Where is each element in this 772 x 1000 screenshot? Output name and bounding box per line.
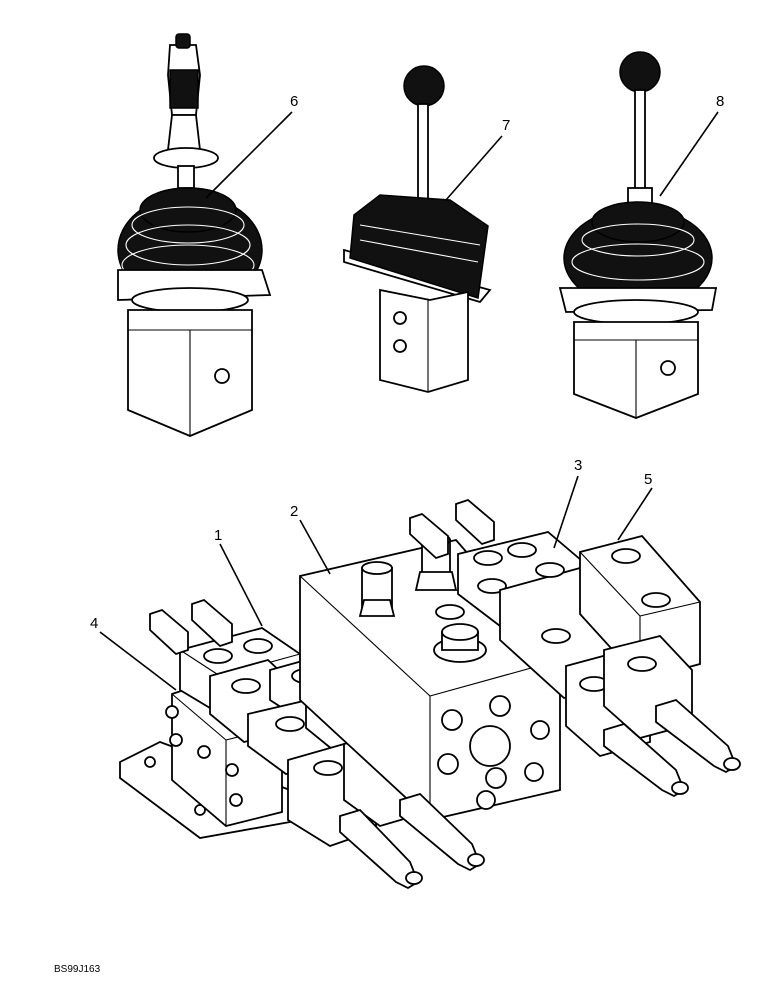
callout-6: 6 bbox=[290, 93, 298, 110]
joystick-control-8 bbox=[558, 51, 718, 419]
callout-2: 2 bbox=[290, 503, 298, 520]
callout-8: 8 bbox=[716, 93, 724, 110]
control-valve-assembly bbox=[119, 498, 741, 890]
callout-7: 7 bbox=[502, 117, 510, 134]
figure-id: BS99J163 bbox=[54, 964, 101, 975]
callout-numbers: 6 7 8 1 2 3 5 4 bbox=[90, 93, 724, 632]
callout-5: 5 bbox=[644, 471, 652, 488]
lever-control-7 bbox=[343, 65, 492, 393]
callout-4: 4 bbox=[90, 615, 98, 632]
joystick-control-6 bbox=[117, 33, 272, 437]
callout-1: 1 bbox=[214, 527, 222, 544]
callout-3: 3 bbox=[574, 457, 582, 474]
leader-lines bbox=[99, 111, 719, 691]
